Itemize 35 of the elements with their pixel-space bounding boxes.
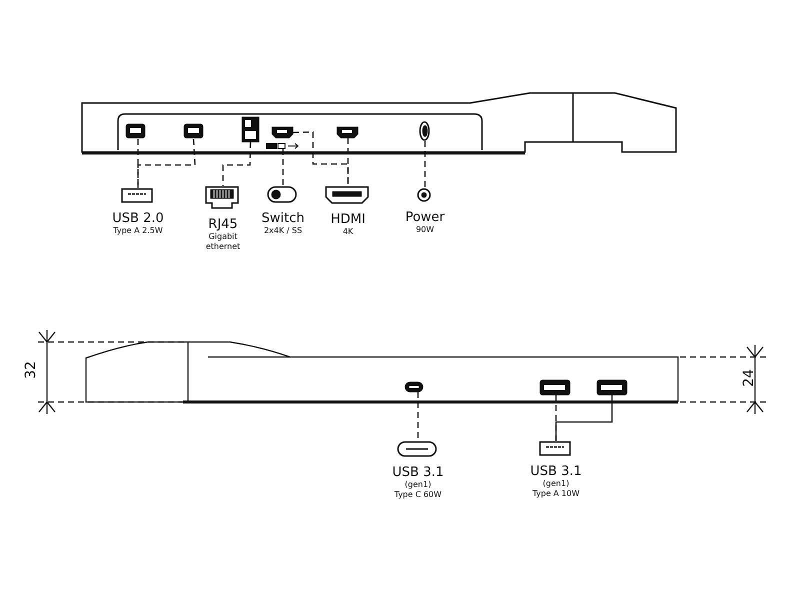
connector-line: [137, 138, 196, 188]
port-name: RJ45: [208, 217, 238, 232]
port-spec: Type A 10W: [532, 489, 580, 499]
hdmi-port: [337, 127, 358, 138]
usb-port: [540, 380, 570, 395]
mode-switch: [266, 143, 299, 149]
port-spec: Type A 2.5W: [113, 226, 163, 236]
usb-port: [597, 380, 627, 395]
connector-line: [424, 141, 426, 188]
port-name: Power: [405, 210, 445, 225]
port-spec: 90W: [416, 225, 434, 235]
port-spec: Gigabit ethernet: [204, 232, 242, 252]
port-name: USB 3.1: [530, 464, 582, 479]
usb-port: [126, 124, 145, 139]
ethernet-port: [242, 117, 259, 142]
port-name: USB 3.1: [392, 465, 444, 480]
dimension-label: 32: [22, 361, 39, 379]
connector-line: [417, 392, 419, 441]
port-name: USB 2.0: [112, 211, 164, 226]
port-name: Switch: [262, 211, 304, 226]
port-spec: (gen1): [542, 479, 570, 489]
connector-line: [347, 138, 349, 186]
connector-line: [222, 142, 252, 186]
port-name: HDMI: [330, 212, 366, 227]
port-spec: 2x4K / SS: [264, 226, 302, 236]
connector-line: [282, 149, 284, 186]
usb-port: [184, 124, 203, 139]
usb-c-port: [405, 382, 423, 392]
power-jack: [419, 121, 430, 141]
port-spec: (gen1): [404, 480, 432, 490]
port-spec: 4K: [342, 227, 354, 237]
hdmi-port: [272, 127, 293, 138]
dimension-label: 24: [740, 369, 757, 387]
connector-line: [555, 395, 613, 441]
port-spec: Type C 60W: [394, 490, 442, 500]
